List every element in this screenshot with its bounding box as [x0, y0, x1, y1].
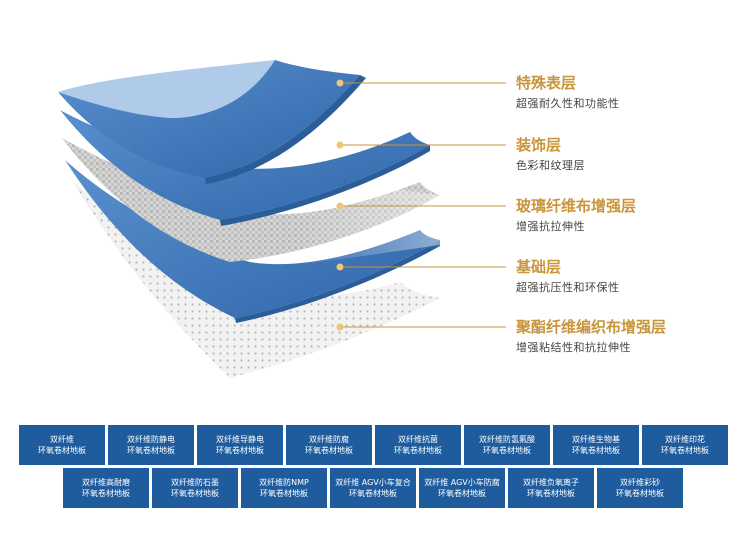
layer-subtitle: 超强抗压性和环保性	[516, 281, 620, 294]
product-type: 环氧卷材地板	[438, 489, 486, 498]
product-tile[interactable]: 双纤维高耐磨 环氧卷材地板	[63, 468, 149, 508]
product-type: 环氧卷材地板	[260, 489, 308, 498]
product-type: 环氧卷材地板	[483, 446, 531, 455]
product-tile[interactable]: 双纤维 环氧卷材地板	[19, 425, 105, 465]
product-name: 双纤维防腐	[309, 435, 349, 444]
product-name: 双纤维高耐磨	[82, 478, 130, 487]
product-name: 双纤维防NMP	[259, 478, 309, 487]
product-name: 双纤维导静电	[216, 435, 264, 444]
product-type: 环氧卷材地板	[572, 446, 620, 455]
product-name: 双纤维生物基	[572, 435, 620, 444]
product-tile[interactable]: 双纤维生物基 环氧卷材地板	[553, 425, 639, 465]
layer-title: 玻璃纤维布增强层	[516, 197, 637, 215]
product-name: 双纤维 AGV小车复合	[335, 478, 411, 487]
product-name: 双纤维负氧离子	[523, 478, 579, 487]
product-name: 双纤维防氢氟酸	[479, 435, 535, 444]
product-type: 环氧卷材地板	[216, 446, 264, 455]
layer-label-surface: 特殊表层 超强耐久性和功能性	[516, 74, 746, 111]
product-type: 环氧卷材地板	[349, 489, 397, 498]
layer-polyester-shape	[72, 180, 440, 378]
layer-subtitle: 超强耐久性和功能性	[516, 97, 620, 110]
product-name: 双纤维印花	[665, 435, 705, 444]
layer-title: 聚酯纤维编织布增强层	[516, 318, 667, 336]
product-type: 环氧卷材地板	[661, 446, 709, 455]
product-tile[interactable]: 双纤维抗菌 环氧卷材地板	[375, 425, 461, 465]
product-type: 环氧卷材地板	[82, 489, 130, 498]
layer-title: 特殊表层	[516, 74, 577, 92]
layer-subtitle: 增强粘结性和抗拉伸性	[516, 341, 631, 354]
product-tile[interactable]: 双纤维 AGV小车复合 环氧卷材地板	[330, 468, 416, 508]
product-tile[interactable]: 双纤维防腐 环氧卷材地板	[286, 425, 372, 465]
product-type: 环氧卷材地板	[527, 489, 575, 498]
product-tile[interactable]: 双纤维印花 环氧卷材地板	[642, 425, 728, 465]
layer-illustration	[58, 60, 506, 378]
product-tile[interactable]: 双纤维防静电 环氧卷材地板	[108, 425, 194, 465]
connector-lines	[336, 79, 506, 331]
layer-subtitle: 色彩和纹理层	[516, 159, 585, 172]
product-tile[interactable]: 双纤维负氧离子 环氧卷材地板	[508, 468, 594, 508]
product-type: 环氧卷材地板	[616, 489, 664, 498]
product-type: 环氧卷材地板	[394, 446, 442, 455]
product-tile[interactable]: 双纤维防NMP 环氧卷材地板	[241, 468, 327, 508]
layer-base-shape	[65, 160, 440, 318]
product-tile[interactable]: 双纤维彩砂 环氧卷材地板	[597, 468, 683, 508]
product-type: 环氧卷材地板	[171, 489, 219, 498]
product-name: 双纤维彩砂	[620, 478, 660, 487]
product-name: 双纤维	[50, 435, 74, 444]
product-tile[interactable]: 双纤维 AGV小车防腐 环氧卷材地板	[419, 468, 505, 508]
layer-label-glassfiber: 玻璃纤维布增强层 增强抗拉伸性	[516, 197, 746, 234]
product-name: 双纤维 AGV小车防腐	[424, 478, 500, 487]
product-tile[interactable]: 双纤维导静电 环氧卷材地板	[197, 425, 283, 465]
layer-decorative-shape	[60, 110, 430, 220]
product-name: 双纤维防石墨	[171, 478, 219, 487]
layer-label-polyester: 聚酯纤维编织布增强层 增强粘结性和抗拉伸性	[516, 318, 746, 355]
layer-label-base: 基础层 超强抗压性和环保性	[516, 258, 746, 295]
product-type: 环氧卷材地板	[305, 446, 353, 455]
layer-surface-shape	[58, 60, 360, 178]
product-name: 双纤维抗菌	[398, 435, 438, 444]
product-tile[interactable]: 双纤维防石墨 环氧卷材地板	[152, 468, 238, 508]
layer-title: 基础层	[516, 258, 562, 276]
layer-label-decorative: 装饰层 色彩和纹理层	[516, 136, 746, 173]
product-type: 环氧卷材地板	[127, 446, 175, 455]
layer-title: 装饰层	[516, 136, 562, 154]
product-name: 双纤维防静电	[127, 435, 175, 444]
product-type: 环氧卷材地板	[38, 446, 86, 455]
product-tile[interactable]: 双纤维防氢氟酸 环氧卷材地板	[464, 425, 550, 465]
layer-subtitle: 增强抗拉伸性	[516, 220, 585, 233]
